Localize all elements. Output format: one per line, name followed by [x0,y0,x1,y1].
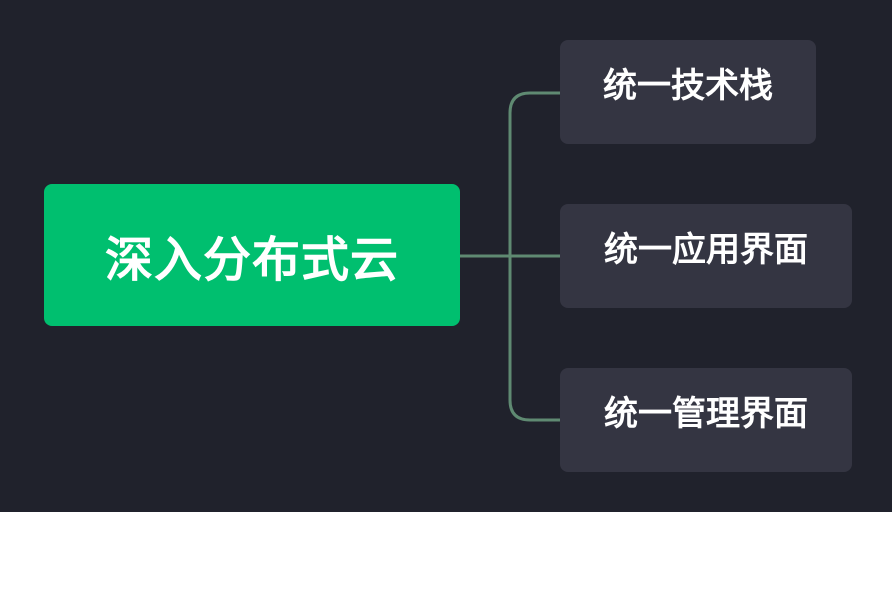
child-node-label: 统一应用界面 [604,229,808,270]
child-node-app-interface[interactable]: 统一应用界面 [560,204,852,308]
connector-to-child-3 [508,256,560,422]
blank-margin [0,512,892,600]
child-node-management-interface[interactable]: 统一管理界面 [560,368,852,472]
child-node-tech-stack[interactable]: 统一技术栈 [560,40,816,144]
connector-lines [460,91,560,422]
child-node-label: 统一技术栈 [603,65,773,106]
child-node-label: 统一管理界面 [604,393,808,434]
root-node[interactable]: 深入分布式云 [44,184,460,326]
root-node-label: 深入分布式云 [104,232,399,288]
mindmap-canvas: 深入分布式云 统一技术栈 统一应用界面 统一管理界面 [0,0,892,512]
connector-to-child-1 [508,91,560,256]
